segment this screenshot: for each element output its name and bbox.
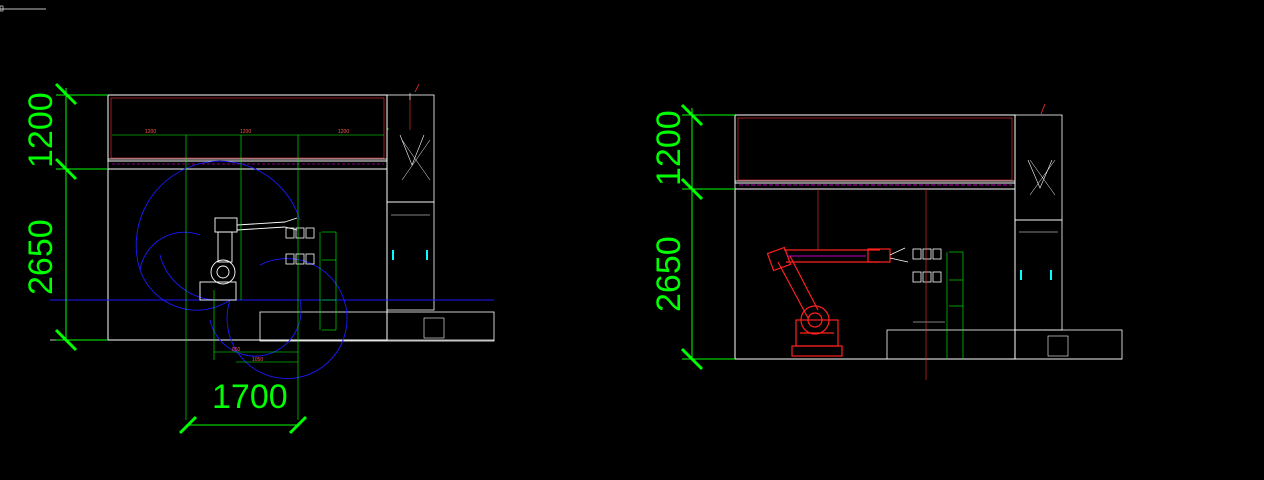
right-work-platform xyxy=(886,329,1123,360)
right-workpiece-rack xyxy=(912,248,942,283)
left-small-dim-d: 850 xyxy=(232,347,241,353)
left-small-dim-a: 1200 xyxy=(145,129,156,135)
left-dim-lower-label: 2650 xyxy=(22,219,60,295)
left-robot-reach-envelope xyxy=(135,160,348,379)
left-dim-width-label: 1700 xyxy=(212,378,288,416)
right-robot-arm xyxy=(766,246,891,357)
left-main-chamber xyxy=(107,168,388,341)
left-dim-upper-label: 1200 xyxy=(22,92,60,168)
left-small-dim-c: 1200 xyxy=(338,129,349,135)
right-upper-chamber xyxy=(734,114,1016,184)
left-work-platform xyxy=(259,311,495,342)
left-workpiece-rack xyxy=(285,227,315,265)
right-main-chamber xyxy=(734,188,1016,360)
left-small-dim-b: 1200 xyxy=(240,129,251,135)
right-dim-lower-label: 2650 xyxy=(650,236,688,312)
left-horizontal-dimension xyxy=(178,415,308,435)
left-side-tower xyxy=(386,94,435,203)
right-elevation-view: 1200 2650 xyxy=(650,103,1123,380)
right-dim-upper-label: 1200 xyxy=(650,110,688,186)
left-elevation-view: 1200 1200 1200 850 1050 1200 2650 1700 xyxy=(22,82,495,435)
right-side-tower xyxy=(1014,114,1063,221)
left-robot-arm xyxy=(199,217,298,301)
left-small-dim-e: 1050 xyxy=(252,357,263,363)
left-upper-chamber xyxy=(107,94,388,162)
viewport-indicator xyxy=(0,5,46,12)
right-vertical-dimension xyxy=(680,103,735,371)
left-vertical-dimension xyxy=(54,82,108,352)
